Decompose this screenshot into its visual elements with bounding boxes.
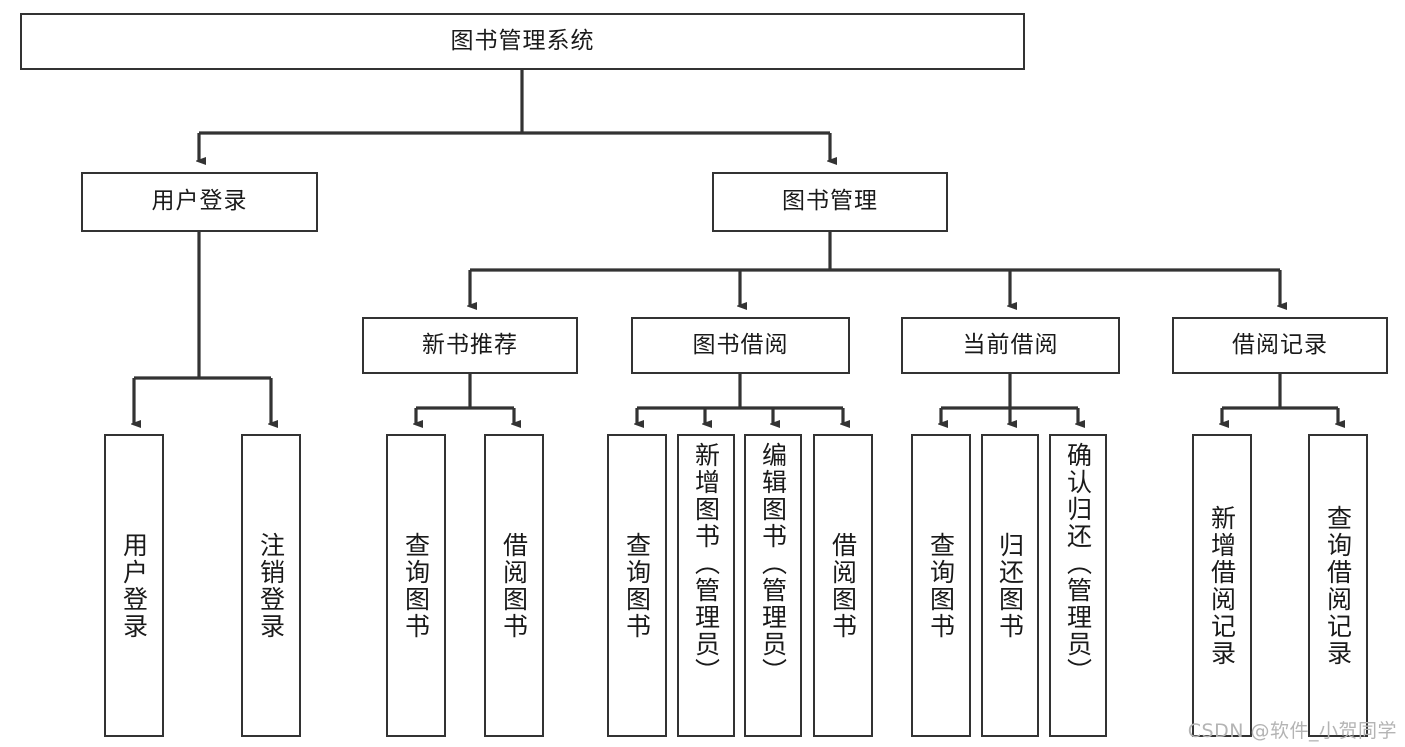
leaf-borrow-record-query[interactable]: 查询借阅记录 (1308, 434, 1368, 737)
leaf-book-borrow-borrow[interactable]: 借阅图书 (813, 434, 873, 737)
leaf-current-borrow-query-label: 查询图书 (926, 531, 956, 640)
leaf-current-borrow-return[interactable]: 归还图书 (981, 434, 1039, 737)
leaf-book-borrow-edit[interactable]: 编辑图书（管理员） (744, 434, 802, 737)
node-book-management[interactable]: 图书管理 (712, 172, 948, 232)
node-user-login-label: 用户登录 (151, 188, 248, 215)
node-current-borrow-label: 当前借阅 (962, 331, 1059, 358)
leaf-current-borrow-confirm[interactable]: 确认归还（管理员） (1049, 434, 1107, 737)
leaf-user-login-logout-label: 注销登录 (256, 531, 286, 640)
node-new-book-recommend-label: 新书推荐 (422, 331, 518, 358)
node-borrow-record[interactable]: 借阅记录 (1172, 317, 1388, 374)
leaf-borrow-record-add-label: 新增借阅记录 (1207, 504, 1237, 667)
node-user-login[interactable]: 用户登录 (81, 172, 318, 232)
leaf-user-login-logout[interactable]: 注销登录 (241, 434, 301, 737)
node-root-system-label: 图书管理系统 (450, 27, 595, 54)
leaf-book-borrow-add-label: 新增图书（管理员） (691, 442, 721, 685)
leaf-book-borrow-add[interactable]: 新增图书（管理员） (677, 434, 735, 737)
node-current-borrow[interactable]: 当前借阅 (901, 317, 1120, 374)
leaf-current-borrow-return-label: 归还图书 (995, 531, 1025, 640)
leaf-user-login-login-label: 用户登录 (119, 531, 149, 640)
leaf-new-book-borrow-label: 借阅图书 (499, 531, 529, 640)
leaf-book-borrow-query-label: 查询图书 (622, 531, 652, 640)
leaf-book-borrow-borrow-label: 借阅图书 (828, 531, 858, 640)
leaf-current-borrow-query[interactable]: 查询图书 (911, 434, 971, 737)
leaf-user-login-login[interactable]: 用户登录 (104, 434, 164, 737)
node-book-borrow-label: 图书借阅 (692, 331, 789, 358)
node-borrow-record-label: 借阅记录 (1232, 331, 1328, 358)
leaf-borrow-record-add[interactable]: 新增借阅记录 (1192, 434, 1252, 737)
node-book-management-label: 图书管理 (782, 188, 878, 215)
leaf-borrow-record-query-label: 查询借阅记录 (1323, 504, 1353, 667)
node-root-system[interactable]: 图书管理系统 (20, 13, 1025, 70)
node-book-borrow[interactable]: 图书借阅 (631, 317, 850, 374)
leaf-current-borrow-confirm-label: 确认归还（管理员） (1063, 442, 1093, 685)
leaf-new-book-query-label: 查询图书 (401, 531, 431, 640)
watermark: CSDN @软件_小贺同学 (1187, 720, 1397, 742)
leaf-new-book-query[interactable]: 查询图书 (386, 434, 446, 737)
leaf-new-book-borrow[interactable]: 借阅图书 (484, 434, 544, 737)
leaf-book-borrow-edit-label: 编辑图书（管理员） (758, 442, 788, 685)
node-new-book-recommend[interactable]: 新书推荐 (362, 317, 578, 374)
leaf-book-borrow-query[interactable]: 查询图书 (607, 434, 667, 737)
